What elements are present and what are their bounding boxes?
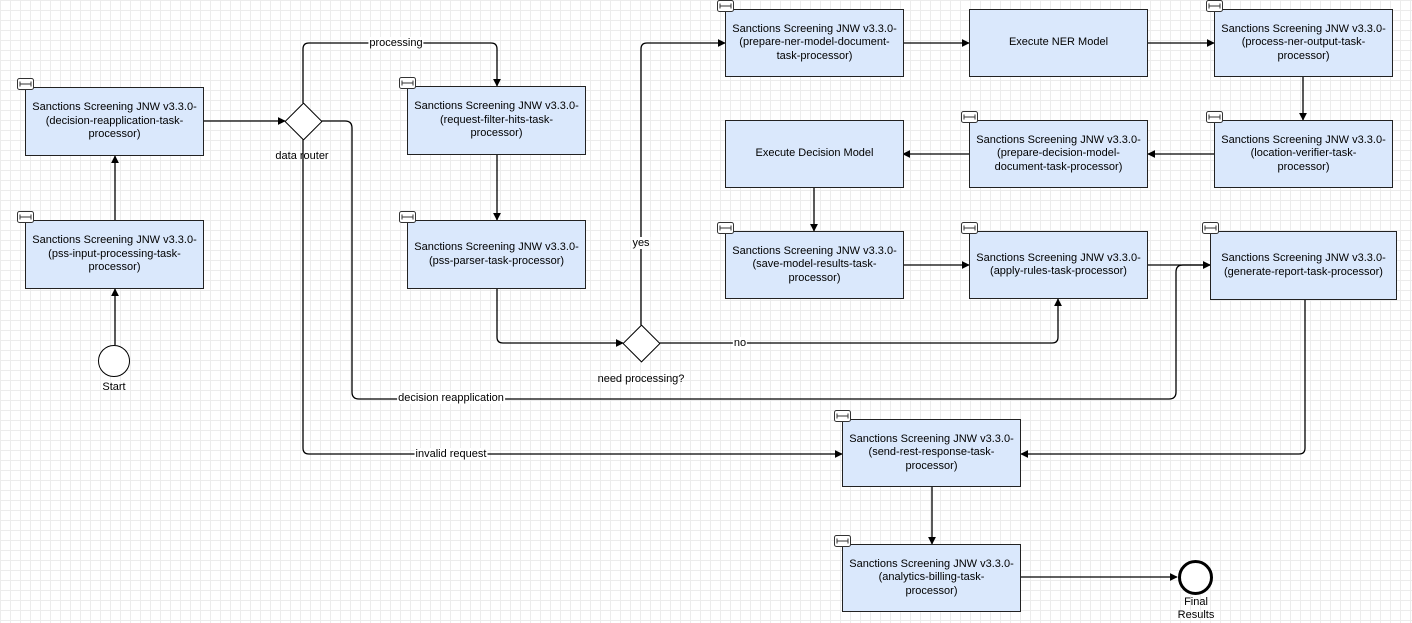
edge-decision-reapplication-loop (321, 120, 1211, 400)
edge-no (659, 298, 1062, 344)
task-prepare-decision-model-document[interactable]: Sanctions Screening JNW v3.3.0- (prepare… (961, 111, 1148, 188)
start-event-label: Start (102, 381, 126, 393)
task-label: Execute NER Model (1008, 36, 1109, 49)
task-location-verifier[interactable]: Sanctions Screening JNW v3.3.0- (locatio… (1206, 111, 1393, 188)
task-label: Sanctions Screening JNW v3.3.0- (send-re… (849, 432, 1014, 472)
task-execute-ner-model[interactable]: Execute NER Model (969, 9, 1148, 77)
edge-yes (640, 39, 726, 325)
end-event[interactable] (1178, 560, 1213, 595)
edge-generate-report-to-send-rest-response (1020, 300, 1306, 458)
edge-label-yes: yes (631, 237, 651, 249)
gateway-label-data-router: data router (275, 150, 329, 162)
edge-label-no: no (732, 337, 748, 349)
task-pss-input-processing[interactable]: Sanctions Screening JNW v3.3.0- (pss-inp… (17, 211, 204, 289)
task-send-rest-response[interactable]: Sanctions Screening JNW v3.3.0- (send-re… (834, 410, 1021, 487)
edge-label-decision-reapplication: decision reapplication (397, 392, 505, 404)
task-label: Sanctions Screening JNW v3.3.0- (locatio… (1221, 133, 1386, 173)
edge-label-invalid-request: invalid request (414, 448, 488, 460)
task-save-model-results[interactable]: Sanctions Screening JNW v3.3.0- (save-mo… (717, 222, 904, 299)
task-process-ner-output[interactable]: Sanctions Screening JNW v3.3.0- (process… (1206, 0, 1393, 77)
edge-pss-parser-to-need-processing (496, 289, 624, 347)
task-prepare-ner-model-document[interactable]: Sanctions Screening JNW v3.3.0- (prepare… (717, 0, 904, 77)
end-event-label: Final Results (1177, 596, 1215, 621)
task-label: Sanctions Screening JNW v3.3.0- (generat… (1221, 252, 1386, 278)
edge-invalid-request (302, 139, 843, 458)
task-generate-report[interactable]: Sanctions Screening JNW v3.3.0- (generat… (1202, 222, 1397, 300)
task-request-filter-hits[interactable]: Sanctions Screening JNW v3.3.0- (request… (399, 77, 586, 155)
task-pss-parser[interactable]: Sanctions Screening JNW v3.3.0- (pss-par… (399, 211, 586, 289)
task-label: Sanctions Screening JNW v3.3.0- (analyti… (849, 557, 1014, 597)
gateway-label-need-processing: need processing? (597, 373, 685, 385)
edge-label-processing: processing (368, 37, 424, 49)
task-label: Execute Decision Model (755, 147, 874, 160)
task-decision-reapplication[interactable]: Sanctions Screening JNW v3.3.0- (decisio… (17, 78, 204, 156)
task-label: Sanctions Screening JNW v3.3.0- (prepare… (732, 22, 897, 62)
start-event[interactable] (98, 345, 130, 377)
task-label: Sanctions Screening JNW v3.3.0- (apply-r… (976, 251, 1141, 278)
task-label: Sanctions Screening JNW v3.3.0- (save-mo… (732, 244, 897, 284)
task-execute-decision-model[interactable]: Execute Decision Model (725, 120, 904, 188)
task-apply-rules[interactable]: Sanctions Screening JNW v3.3.0- (apply-r… (961, 222, 1148, 299)
task-label: Sanctions Screening JNW v3.3.0- (pss-inp… (32, 234, 197, 274)
task-label: Sanctions Screening JNW v3.3.0- (request… (414, 100, 579, 140)
task-label: Sanctions Screening JNW v3.3.0- (prepare… (976, 133, 1141, 173)
task-label: Sanctions Screening JNW v3.3.0- (pss-par… (414, 241, 579, 267)
task-label: Sanctions Screening JNW v3.3.0- (decisio… (32, 101, 197, 141)
task-label: Sanctions Screening JNW v3.3.0- (process… (1221, 22, 1386, 62)
task-analytics-billing[interactable]: Sanctions Screening JNW v3.3.0- (analyti… (834, 535, 1021, 612)
